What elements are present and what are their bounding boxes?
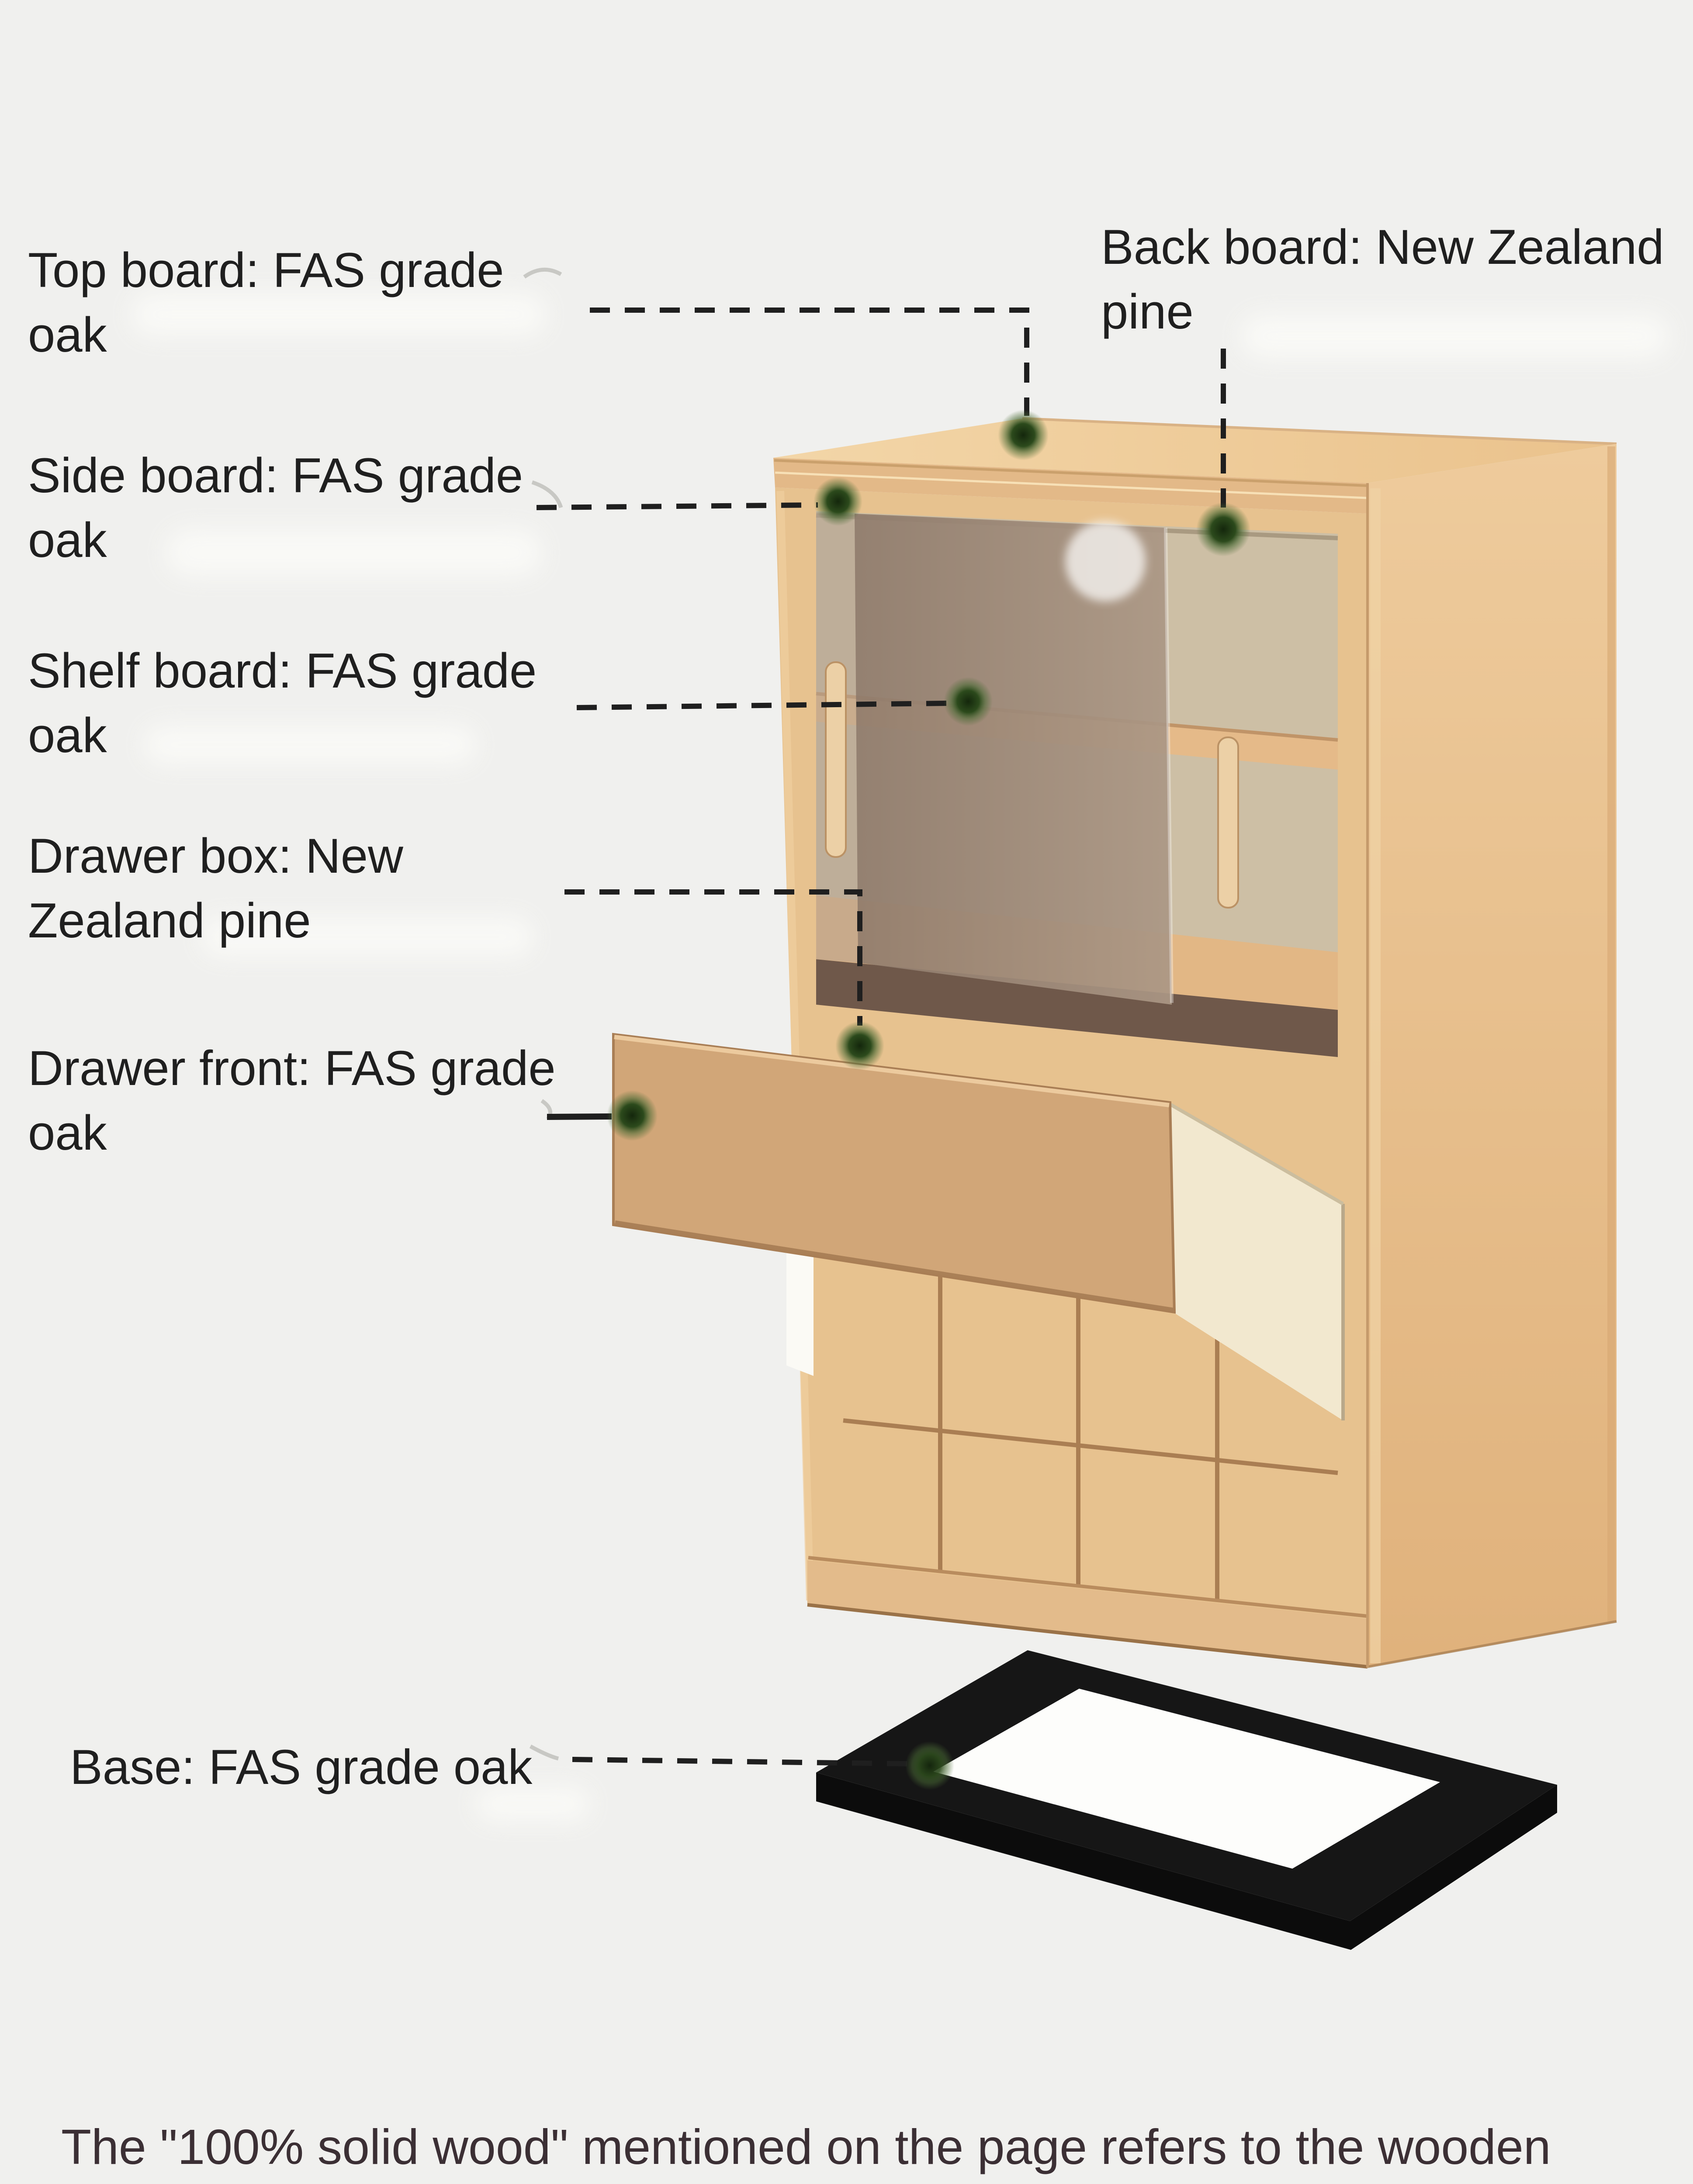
background-smudge — [476, 1787, 590, 1821]
label-line: Back board: New Zealand — [1101, 220, 1664, 274]
open-drawer — [612, 1033, 1345, 1420]
callout-dot-top-board — [998, 410, 1049, 460]
background-smudge — [166, 529, 542, 577]
callout-dots — [607, 410, 1250, 1790]
background-smudge — [131, 293, 546, 336]
glass-door-handle-right — [1217, 736, 1239, 909]
label-line: Shelf board: FAS grade — [28, 643, 537, 698]
label-line: Side board: FAS grade — [28, 448, 523, 503]
callout-lines — [536, 308, 1226, 1766]
footnote-line: The "100% solid wood" mentioned on the p… — [61, 2119, 1551, 2174]
label-line: pine — [1101, 284, 1194, 339]
cabinet-side-board — [1368, 444, 1617, 1668]
background-smudge — [144, 725, 476, 764]
callout-label-side-board: Side board: FAS grade oak — [28, 443, 523, 573]
callout-label-shelf-board: Shelf board: FAS grade oak — [28, 639, 537, 768]
callout-dot-drawer-box — [835, 1021, 884, 1070]
callout-dot-base — [905, 1741, 954, 1790]
glass-door-left — [855, 514, 1172, 1005]
callout-line-base — [572, 1757, 910, 1766]
callout-label-drawer-box: Drawer box: New Zealand pine — [28, 824, 403, 953]
callout-line-shelf-board — [576, 701, 948, 710]
background-smudge — [201, 917, 533, 957]
label-line: oak — [28, 308, 107, 362]
solid-wood-disclaimer: The "100% solid wood" mentioned on the p… — [61, 2113, 1660, 2184]
cabinet-plinth — [807, 1560, 1368, 1668]
label-line: Drawer front: FAS grade — [28, 1041, 556, 1095]
callout-dot-shelf-board — [944, 677, 993, 726]
base-frame — [816, 1650, 1557, 1950]
callout-dot-side-board — [814, 477, 862, 526]
label-line: oak — [28, 513, 107, 567]
label-squiggles — [523, 267, 563, 1761]
label-line: Drawer box: New — [28, 829, 403, 883]
label-line: oak — [28, 708, 107, 763]
callout-dot-drawer-front — [607, 1090, 658, 1141]
callout-line-side-board — [536, 502, 818, 510]
callout-label-back-board: Back board: New Zealand pine — [1101, 215, 1664, 344]
glass-hole — [1065, 521, 1146, 601]
callout-label-drawer-front: Drawer front: FAS grade oak — [28, 1036, 556, 1165]
drawer-box-side — [1170, 1104, 1343, 1420]
callout-dot-back-board — [1196, 502, 1250, 556]
callout-line-top-board — [590, 308, 1029, 416]
callout-label-top-board: Top board: FAS grade oak — [28, 238, 504, 367]
callout-line-drawer-box — [564, 889, 862, 1026]
label-line: Base: FAS grade oak — [70, 1740, 533, 1794]
drawer-cavity — [816, 959, 1338, 1057]
glass-door-handle-left — [825, 661, 847, 858]
callout-line-drawer-front — [547, 1113, 612, 1120]
background-smudge — [1241, 314, 1669, 358]
callout-label-base: Base: FAS grade oak — [70, 1735, 532, 1800]
cabinet-top-board — [773, 418, 1617, 483]
label-line: oak — [28, 1106, 107, 1160]
label-line: Top board: FAS grade — [28, 243, 504, 297]
label-line: Zealand pine — [28, 893, 311, 948]
footnote-line: parts excluding hardware and accessories… — [61, 2181, 1660, 2184]
